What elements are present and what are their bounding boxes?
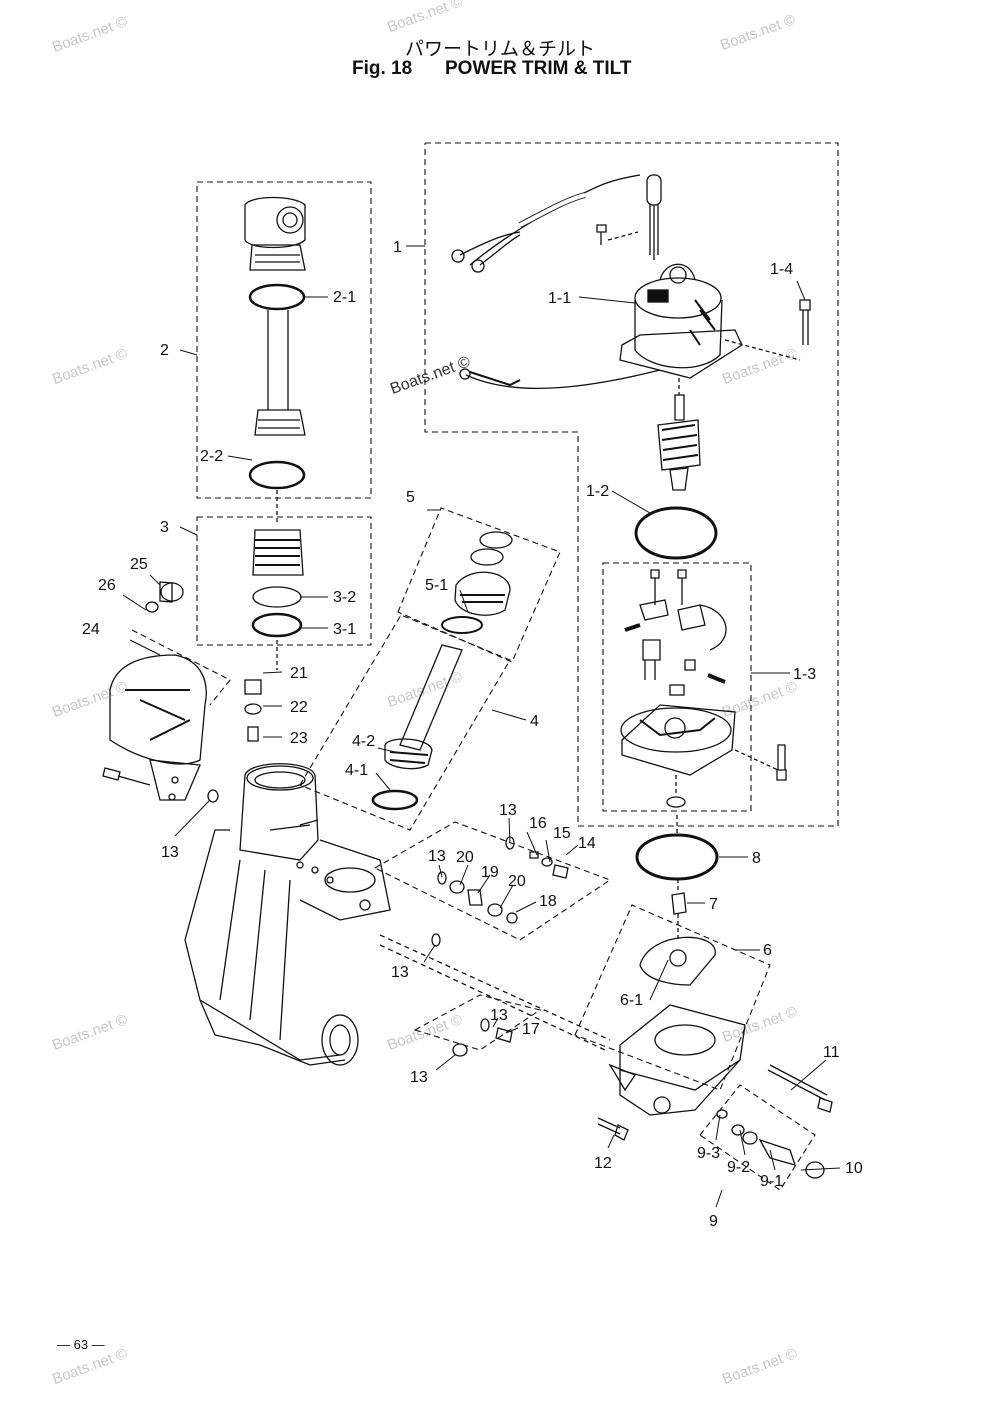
callout-13: 13 (490, 1007, 508, 1024)
callout-3: 3 (160, 519, 169, 536)
callout-1-4: 1-4 (770, 261, 793, 278)
title-japanese: パワートリム＆チルト (404, 38, 595, 60)
callout-1: 1 (393, 239, 402, 256)
callout-24: 24 (82, 621, 100, 638)
figure-number: Fig. 18 (352, 58, 413, 79)
callout-11: 11 (823, 1044, 840, 1061)
callout-18: 18 (539, 893, 557, 910)
callout-13: 13 (428, 848, 446, 865)
callout-26: 26 (98, 577, 116, 594)
callout-15: 15 (553, 825, 571, 842)
page-number: — 63 — (57, 1337, 105, 1352)
callout-5: 5 (406, 489, 415, 506)
callout-1-3: 1-3 (793, 666, 816, 683)
callout-8: 8 (752, 850, 761, 867)
callout-10: 10 (845, 1160, 863, 1177)
callout-14: 14 (578, 835, 596, 852)
callout-9-1: 9-1 (760, 1173, 783, 1190)
callout-21: 21 (290, 665, 308, 682)
callout-16: 16 (529, 815, 547, 832)
callout-13: 13 (391, 964, 409, 981)
callout-7: 7 (709, 896, 718, 913)
callout-23: 23 (290, 730, 308, 747)
callout-13: 13 (161, 844, 179, 861)
callout-3-1: 3-1 (333, 621, 356, 638)
callout-2-2: 2-2 (200, 448, 223, 465)
callout-19: 19 (481, 864, 499, 881)
group-outlines (131, 142, 839, 1191)
callout-labels: 1 1-1 1-2 1-3 1-4 2 2-1 2-2 3 3-1 3-2 4 … (82, 239, 863, 1230)
callout-2: 2 (160, 342, 169, 359)
callout-12: 12 (594, 1155, 612, 1172)
callout-13: 13 (499, 802, 517, 819)
callout-1-2: 1-2 (586, 483, 609, 500)
callout-25: 25 (130, 556, 148, 573)
callout-1-1: 1-1 (548, 290, 571, 307)
callout-4: 4 (530, 713, 539, 730)
callout-6: 6 (763, 942, 772, 959)
callout-17: 17 (522, 1021, 540, 1038)
callout-9-3: 9-3 (697, 1145, 720, 1162)
motor-assembly (451, 174, 811, 808)
callout-20: 20 (456, 849, 474, 866)
callout-13: 13 (410, 1069, 428, 1086)
callout-3-2: 3-2 (333, 589, 356, 606)
pump-parts (597, 815, 833, 1179)
leader-lines (122, 245, 841, 1208)
tilt-ram (244, 196, 306, 742)
trim-ram (371, 531, 513, 811)
callout-2-1: 2-1 (333, 289, 356, 306)
manifold-casting (102, 581, 611, 1066)
figure-title: POWER TRIM & TILT (445, 58, 632, 79)
callout-5-1: 5-1 (425, 577, 448, 594)
callout-22: 22 (290, 699, 308, 716)
callout-6-1: 6-1 (620, 992, 643, 1009)
callout-4-1: 4-1 (345, 762, 368, 779)
callout-9-2: 9-2 (727, 1159, 750, 1176)
callout-20: 20 (508, 873, 526, 890)
callout-4-2: 4-2 (352, 733, 375, 750)
callout-9: 9 (709, 1213, 718, 1230)
